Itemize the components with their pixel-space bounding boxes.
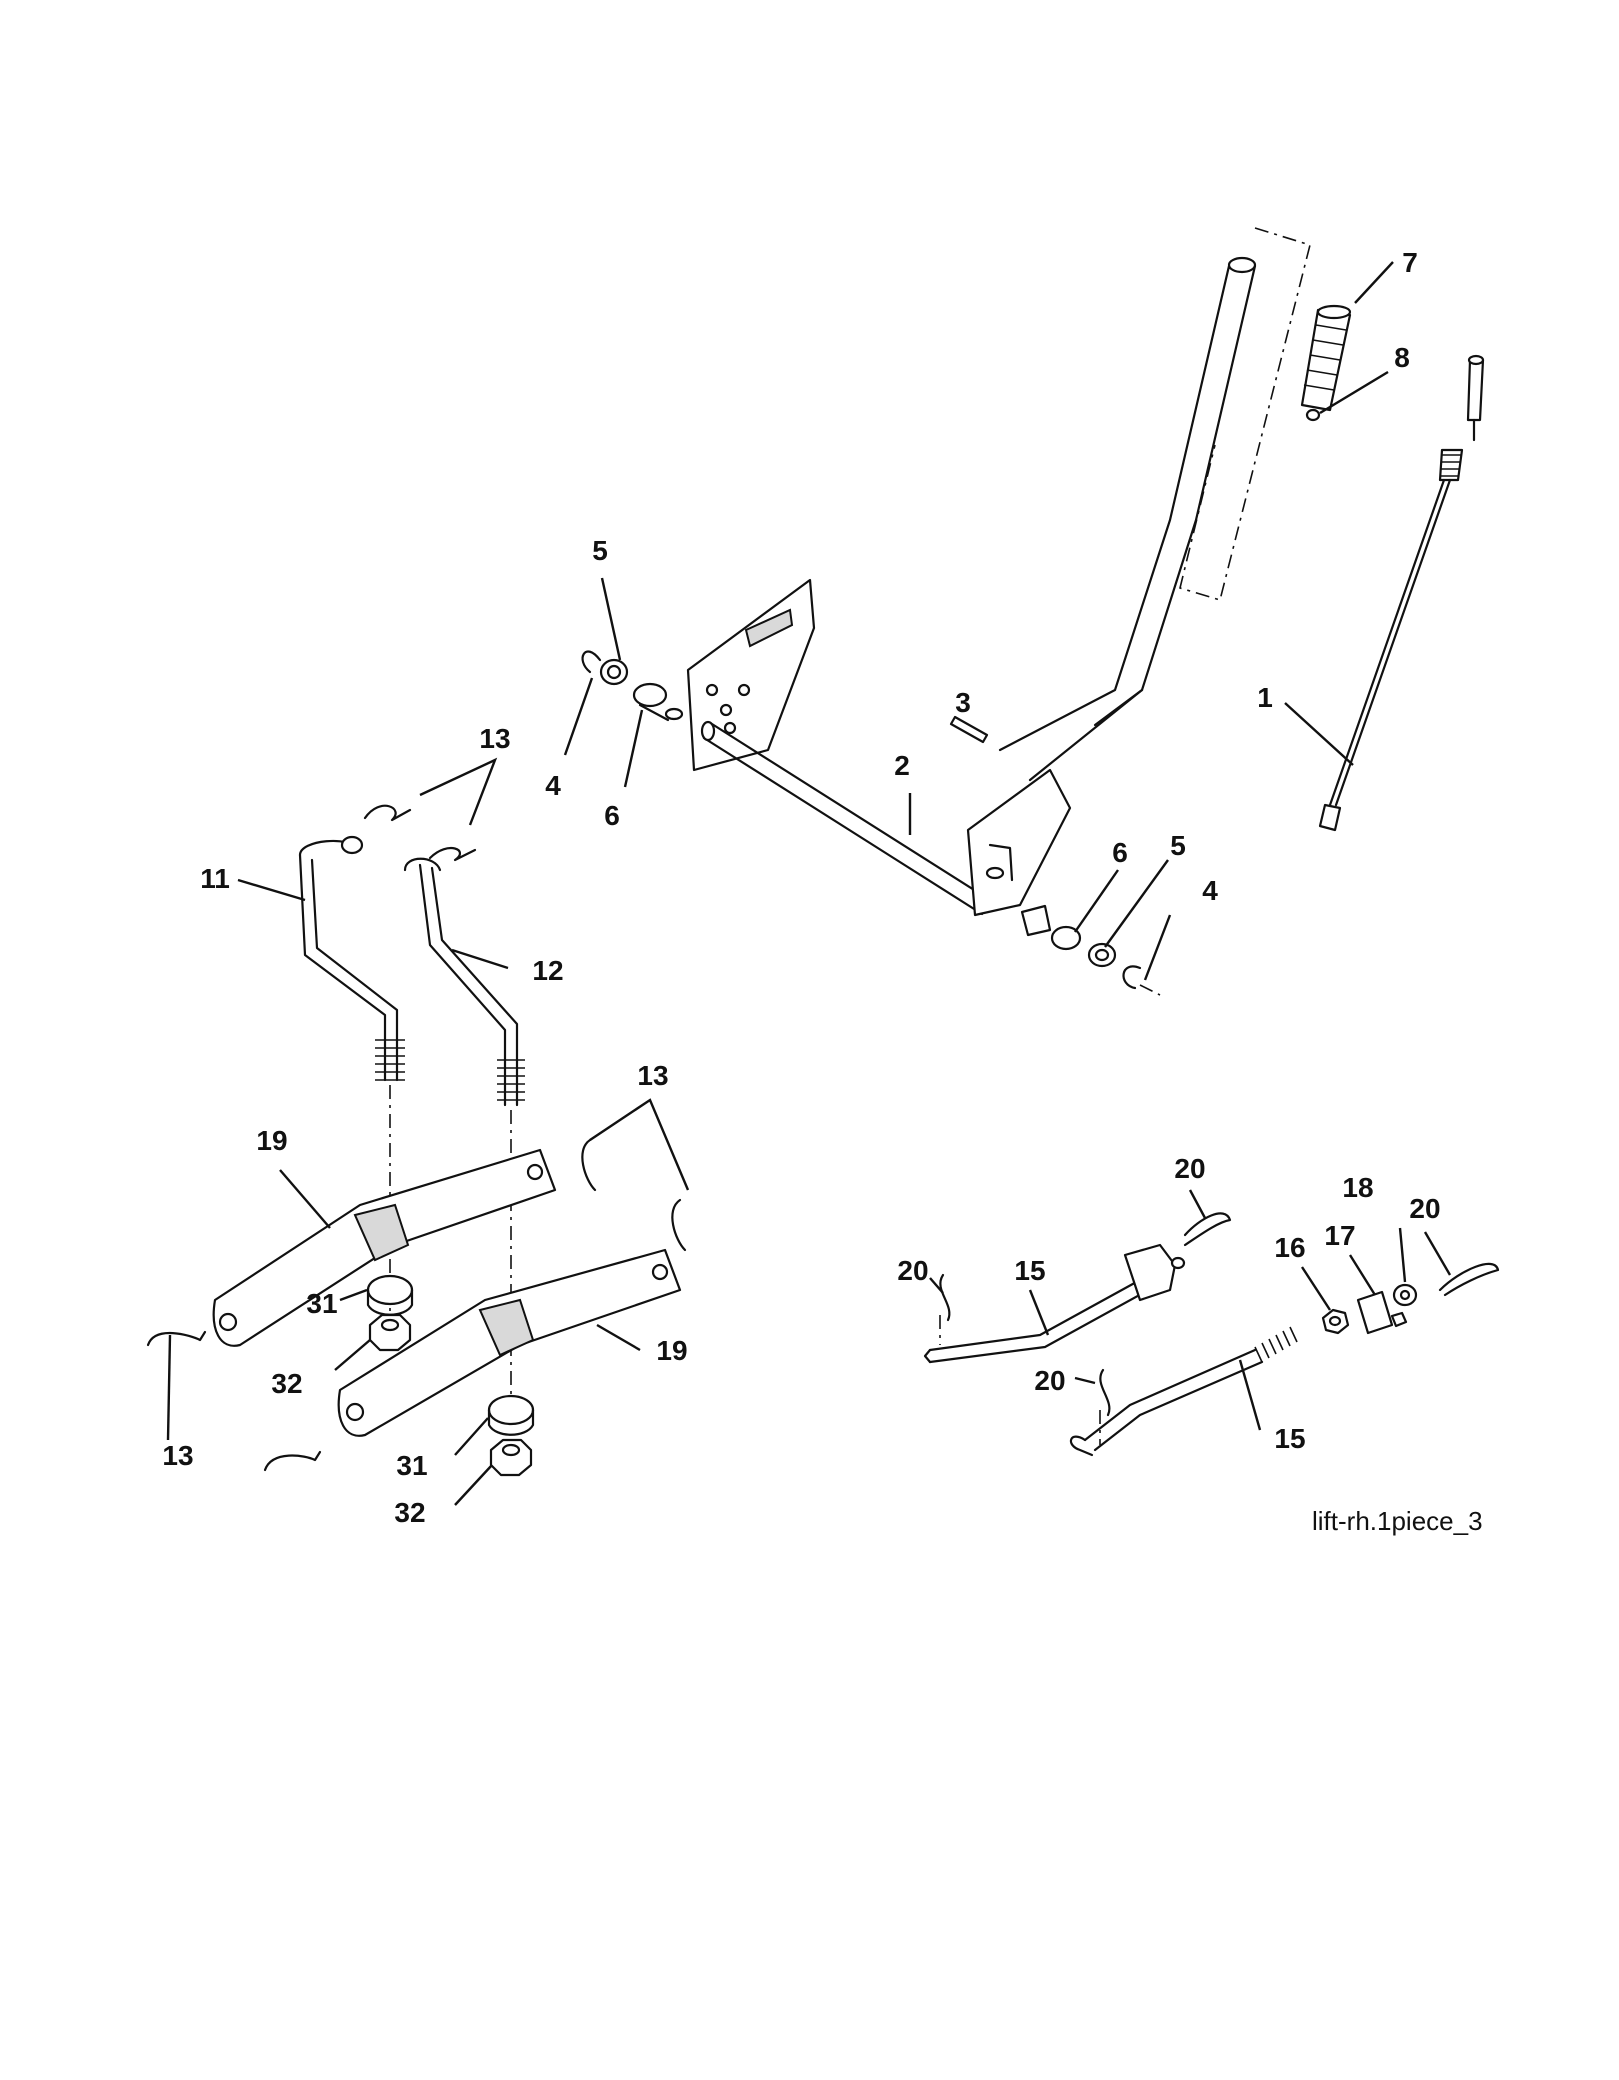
lift-link-right <box>403 857 525 1107</box>
lift-rod-lower <box>1069 1326 1298 1457</box>
callout-1: 1 <box>1257 682 1273 713</box>
lift-cable <box>1318 354 1485 832</box>
left-bushing <box>632 682 684 722</box>
left-washer <box>599 658 629 686</box>
adjustment-nut <box>1321 1308 1350 1335</box>
nut-upper <box>368 1313 412 1352</box>
callout-20-left: 20 <box>897 1255 928 1286</box>
callout-18: 18 <box>1342 1172 1373 1203</box>
callout-8: 8 <box>1394 342 1410 373</box>
callout-3: 3 <box>955 687 971 718</box>
callout-13-right: 13 <box>637 1060 668 1091</box>
rod-adjuster-block-upper <box>1123 1243 1186 1302</box>
handle-pivot-bracket <box>966 768 1072 917</box>
callout-19-upper: 19 <box>256 1125 287 1156</box>
roll-pin <box>949 715 989 744</box>
handle-grip <box>1300 304 1352 412</box>
left-retaining-clip <box>581 650 602 674</box>
right-washer <box>1087 942 1117 968</box>
callout-11: 11 <box>200 863 230 894</box>
callout-17: 17 <box>1324 1220 1355 1251</box>
callouts: 1 2 3 4 4 5 5 6 6 7 8 11 12 13 13 13 15 … <box>162 247 1440 1528</box>
leader-lines <box>166 261 1452 1506</box>
right-bushing <box>1020 904 1082 951</box>
lift-shaft <box>700 720 992 916</box>
diagram-caption: lift-rh.1piece_3 <box>1312 1506 1483 1536</box>
set-screw <box>1305 408 1321 422</box>
callout-2: 2 <box>894 750 910 781</box>
callout-12: 12 <box>532 955 563 986</box>
nut-lower <box>489 1438 533 1477</box>
handle-grip-outline-dashed <box>1179 227 1311 602</box>
callout-4-left: 4 <box>545 770 561 801</box>
callout-15-upper: 15 <box>1014 1255 1045 1286</box>
callout-6-right: 6 <box>1112 837 1128 868</box>
callout-20-right: 20 <box>1409 1193 1440 1224</box>
callout-31-lower: 31 <box>396 1450 427 1481</box>
ferrule <box>1392 1283 1418 1307</box>
hairpin-clips-20 <box>939 1212 1500 1445</box>
callout-13-top: 13 <box>479 723 510 754</box>
callout-20-middle: 20 <box>1034 1365 1065 1396</box>
callout-31-upper: 31 <box>306 1288 337 1319</box>
callout-6-left: 6 <box>604 800 620 831</box>
callout-32-lower: 32 <box>394 1497 425 1528</box>
lift-arm-upper <box>212 1148 557 1347</box>
callout-4-right: 4 <box>1202 875 1218 906</box>
callout-20-top: 20 <box>1174 1153 1205 1184</box>
callout-5-left: 5 <box>592 535 608 566</box>
callout-7: 7 <box>1402 247 1418 278</box>
hairpin-clips-13 <box>146 804 687 1472</box>
callout-13-bottom: 13 <box>162 1440 193 1471</box>
lift-handle <box>998 256 1257 782</box>
lift-arm-lower <box>337 1248 682 1437</box>
callout-16: 16 <box>1274 1232 1305 1263</box>
lift-bracket-plate <box>686 578 816 772</box>
spacer-lower <box>487 1394 535 1436</box>
lift-link-left <box>298 835 405 1082</box>
right-retaining-clip <box>1122 965 1161 996</box>
callout-5-right: 5 <box>1170 830 1186 861</box>
callout-19-lower: 19 <box>656 1335 687 1366</box>
callout-15-lower: 15 <box>1274 1423 1305 1454</box>
callout-32-upper: 32 <box>271 1368 302 1399</box>
